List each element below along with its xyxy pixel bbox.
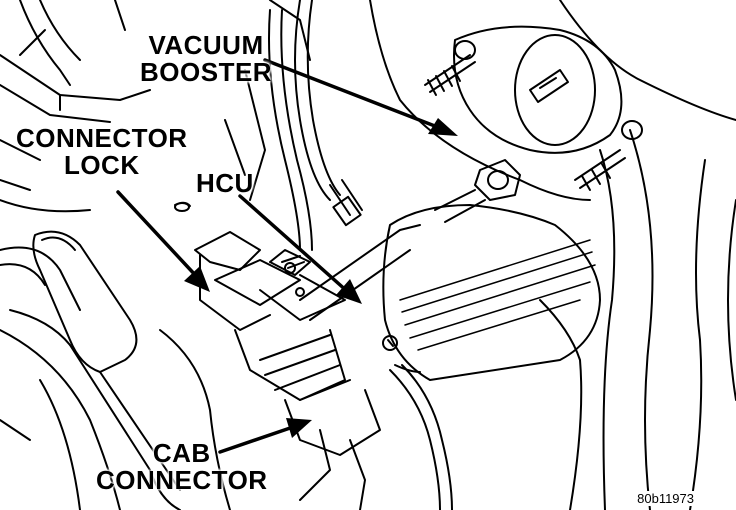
vacuum-booster-leader xyxy=(263,58,442,130)
hcu-line-1: HCU xyxy=(196,168,254,198)
wire-harness xyxy=(389,364,453,510)
connector-lock-line-2: LOCK xyxy=(63,150,140,180)
cab-connector-leader xyxy=(218,424,298,454)
figure-id: 80b11973 xyxy=(635,491,696,506)
cab-connector-label: CAB CONNECTOR xyxy=(96,440,268,494)
hcu-label: HCU xyxy=(196,170,254,197)
connector-lock-label: CONNECTOR LOCK xyxy=(16,125,188,179)
upper-left-bracket xyxy=(0,0,311,213)
booster-body xyxy=(369,0,736,510)
vacuum-booster-label: VACUUM BOOSTER xyxy=(140,32,272,86)
vacuum-booster-line-2: BOOSTER xyxy=(140,57,273,87)
hcu-body xyxy=(299,159,601,381)
connector-lock-leader xyxy=(116,190,200,280)
cab-connector-line-1: CAB xyxy=(152,438,211,468)
vacuum-booster-line-1: VACUUM xyxy=(148,30,264,60)
connector-lock-arrowhead xyxy=(184,266,210,292)
booster-flange xyxy=(424,25,643,191)
cab-connector-arrowhead xyxy=(286,418,312,438)
brake-lines xyxy=(268,0,363,251)
connector-lock-line-1: CONNECTOR xyxy=(16,123,188,153)
lower-left-hose xyxy=(0,201,231,510)
cab-connector-line-2: CONNECTOR xyxy=(96,465,268,495)
leader-arrows xyxy=(116,58,458,454)
hcu-leader xyxy=(238,194,350,294)
hcu-arrowhead xyxy=(336,279,362,304)
vacuum-booster-arrowhead xyxy=(428,118,458,136)
